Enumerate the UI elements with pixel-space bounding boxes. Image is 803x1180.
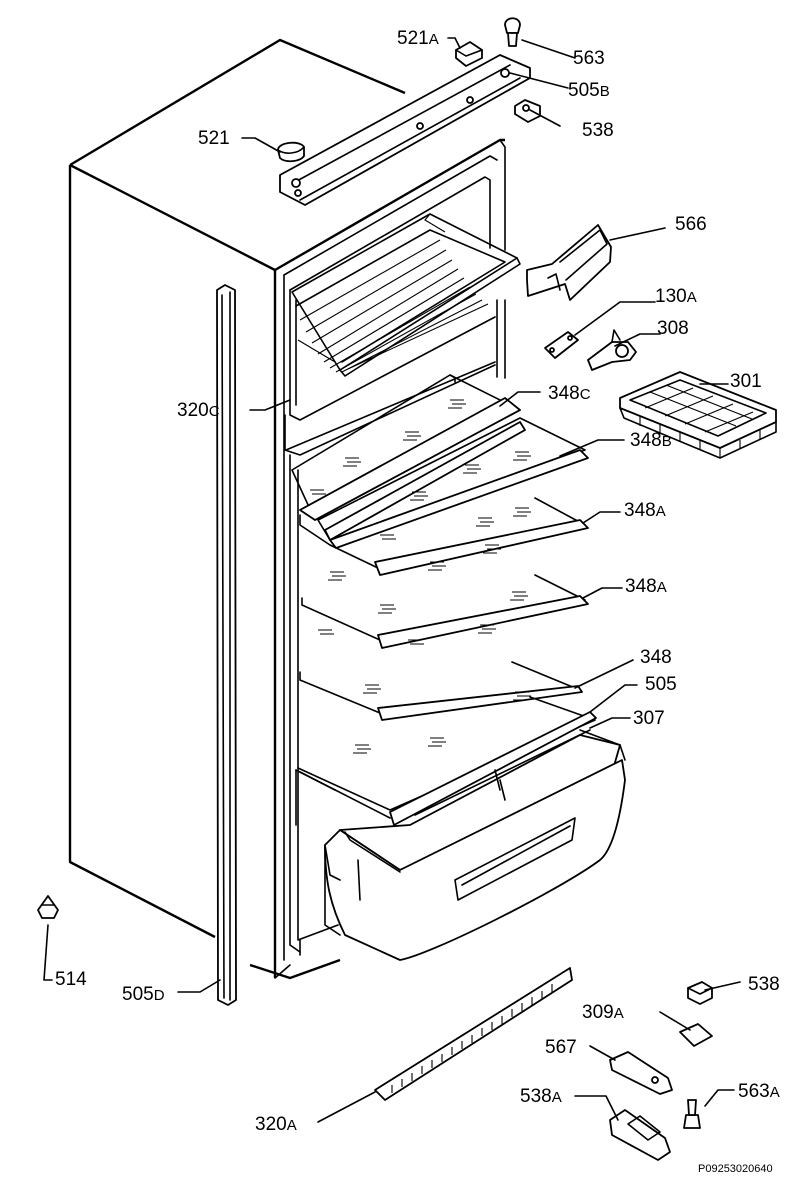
glass-shelf-348b [317,417,589,549]
callout-348a-1: 348A [624,500,666,521]
plate-130a [544,331,579,359]
leader-lines [43,37,741,1123]
door-seal-strip-505d [216,284,237,1006]
callout-538-bottom: 538 [748,974,780,995]
callout-307: 307 [633,708,665,729]
refrigerator-cabinet [68,38,506,980]
glass-shine-marks [310,399,531,754]
glass-shelf-348a-lower [301,574,589,649]
callout-505b: 505B [568,80,610,101]
glass-shelf-348a-upper [299,497,589,576]
callout-505d: 505D [122,984,165,1005]
hinge-bracket-538a [609,1109,671,1161]
glass-shelf-348c [291,374,521,521]
hinge-cap-521 [277,141,305,163]
callout-labels: 521A 563 505B 538 521 566 130A 308 301 3… [55,28,780,1135]
callout-348b: 348B [630,430,672,451]
shelf-frame-505 [297,696,597,826]
bottom-hinge-567 [609,1051,673,1095]
hinge-cover-538-top [514,99,541,123]
glass-shelf-348 [299,661,583,721]
callout-514: 514 [55,969,87,990]
callout-308: 308 [657,318,689,339]
switch-cover-566 [526,224,612,301]
document-code: P09253020640 [698,1163,773,1175]
hinge-cap-521a [455,41,483,67]
callout-538-top: 538 [582,120,614,141]
freezer-evaporator-grille [291,213,521,377]
callout-505: 505 [645,674,677,695]
hinge-cover-538-bottom [687,981,713,1005]
top-hinge-bracket [279,54,531,206]
callout-301: 301 [730,371,762,392]
callout-348c: 348C [548,383,591,404]
hinge-pin-563 [504,17,521,47]
callout-521a: 521A [397,28,439,49]
callout-320c: 320C [177,400,220,421]
callout-566: 566 [675,214,707,235]
door-foot-514 [37,895,59,919]
hinge-pin-563a [683,1099,701,1129]
callout-538a: 538A [520,1086,562,1107]
callout-563a: 563A [738,1081,780,1102]
ventilation-grille-320a [374,967,573,1101]
hinge-308 [587,329,637,371]
ice-cube-tray-301 [619,371,777,459]
callout-320a: 320A [255,1114,297,1135]
callout-563: 563 [573,48,605,69]
callout-309a: 309A [582,1002,624,1023]
callout-130a: 130A [655,286,697,307]
crisper-drawer-307 [324,729,626,961]
callout-348: 348 [640,647,672,668]
callout-521: 521 [198,128,230,149]
callout-567: 567 [545,1037,577,1058]
callout-348a-2: 348A [625,576,667,597]
